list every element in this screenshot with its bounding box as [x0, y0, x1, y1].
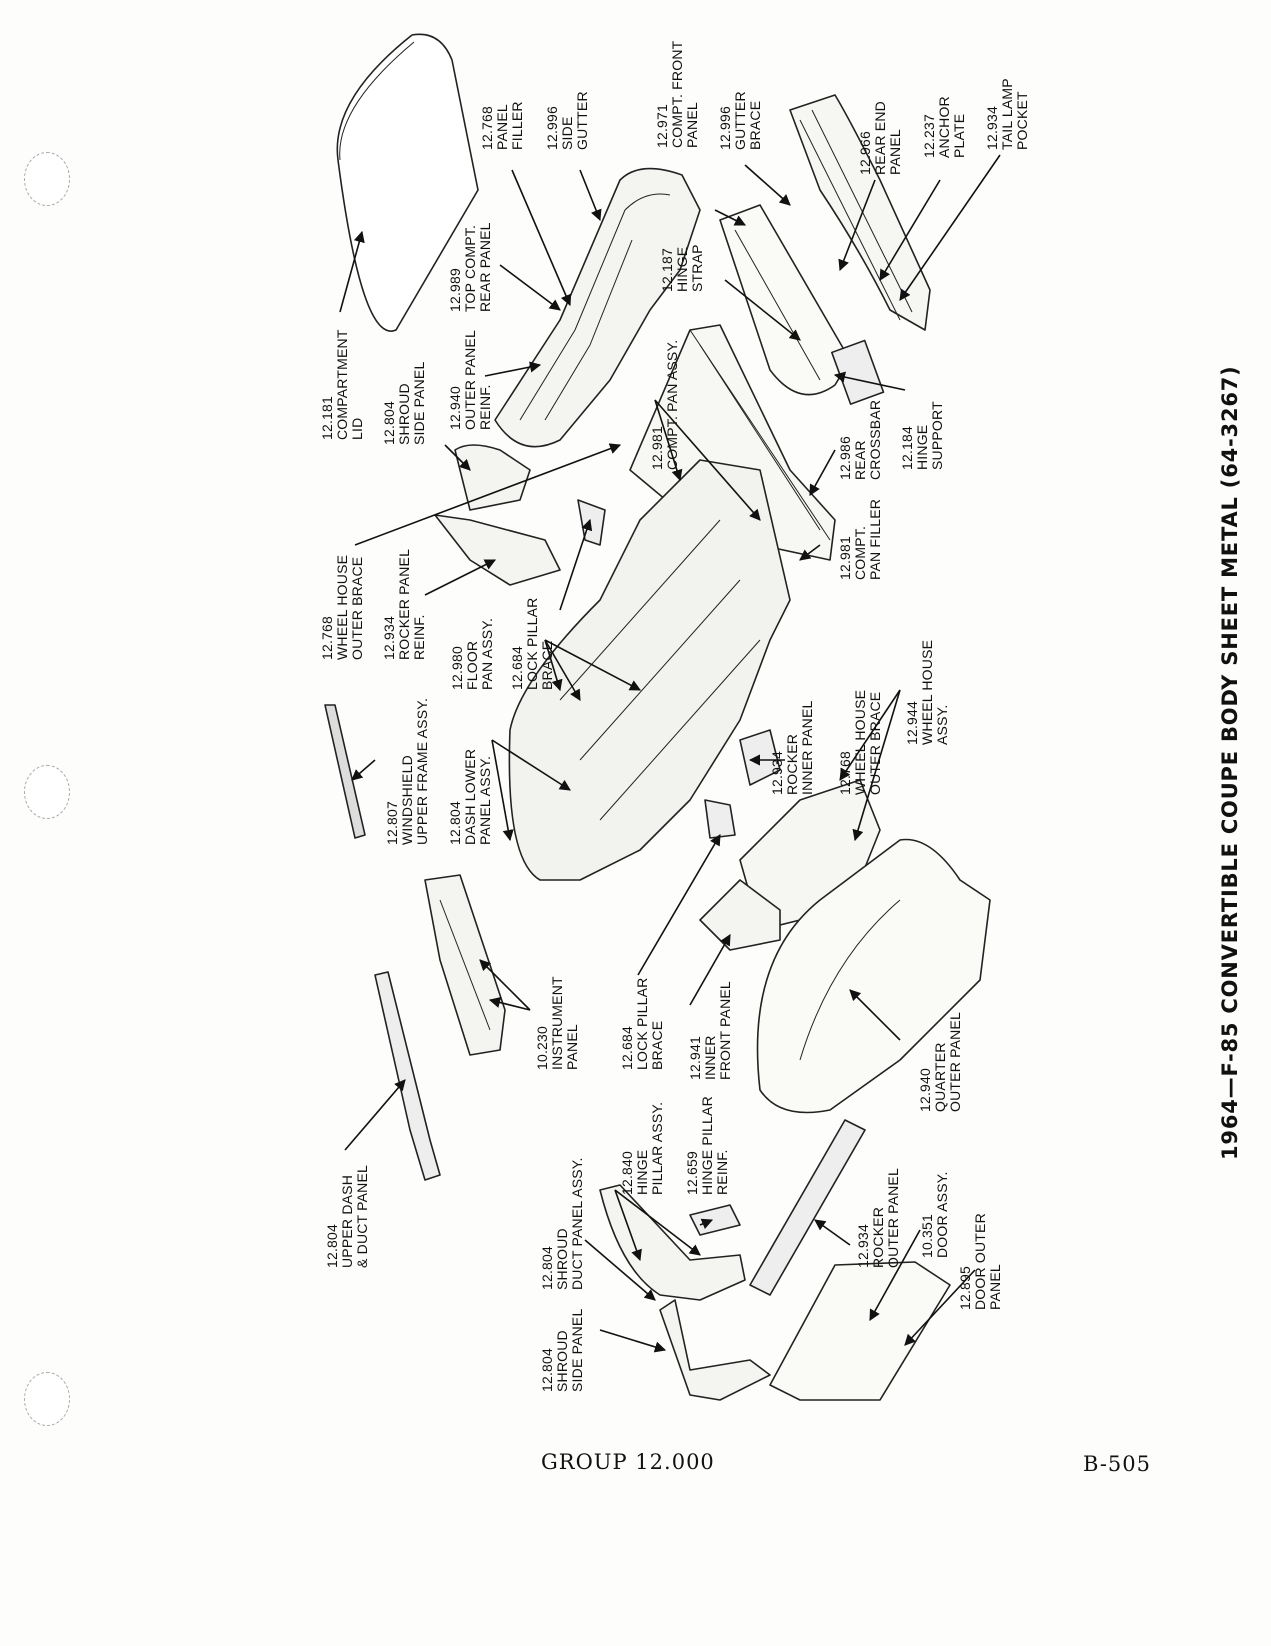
binder-hole-middle: [24, 765, 70, 819]
compartment-lid-part: [336, 33, 479, 332]
page-number: B-505: [1083, 1452, 1151, 1476]
windshield-frame-part: [324, 704, 366, 839]
shroud-duct-part: [599, 1184, 746, 1301]
shroud-side-bottom-part: [659, 1299, 771, 1401]
rear-end-panel-part: [789, 94, 931, 331]
page-title: 1964—F-85 CONVERTIBLE COUPE BODY SHEET M…: [1218, 365, 1242, 1160]
shroud-side-top-part: [454, 444, 531, 511]
door-part: [769, 1261, 951, 1401]
binder-hole-bottom: [24, 1372, 70, 1426]
upper-dash-part: [374, 971, 441, 1181]
rocker-reinf-part: [434, 514, 561, 586]
lock-pillar-brace-top-part: [577, 499, 606, 546]
lock-pillar-brace-bottom-part: [704, 799, 736, 839]
quarter-outer-panel-part: [756, 838, 991, 1114]
hinge-pillar-reinf-part: [689, 1204, 741, 1236]
binder-hole-top: [24, 152, 70, 206]
group-number: GROUP 12.000: [541, 1450, 715, 1474]
rocker-outer-part: [749, 1119, 866, 1296]
floor-pan-part: [508, 459, 791, 881]
